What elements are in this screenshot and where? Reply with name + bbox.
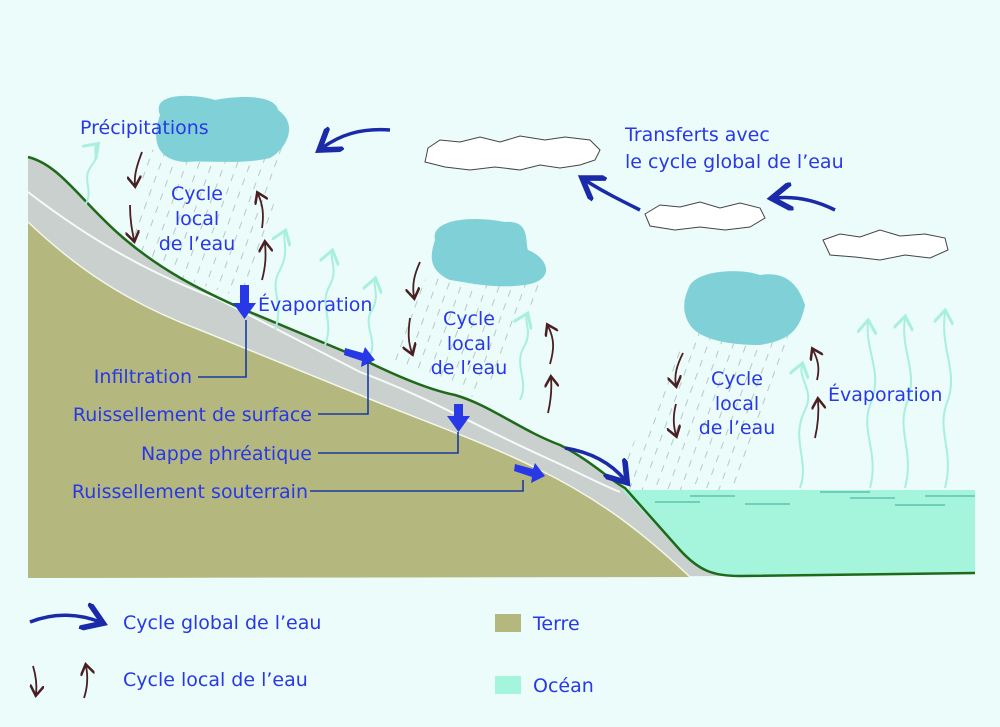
leader-lines [198,320,524,492]
white-cloud-2 [644,201,766,231]
surface-line [27,155,976,578]
water-table-arrow [447,404,470,432]
local-cycle-arrows [130,151,818,438]
label-cycle-local-3: Cycle [711,368,763,390]
global-cycle-arrows [322,130,836,480]
label-cycle-local-2: Cycle [443,308,495,330]
legend-land-swatch [495,614,521,632]
legend-global-label: Cycle global de l’eau [123,612,321,634]
rain-zone [610,330,800,490]
land-edge [27,221,691,578]
legend-local-label: Cycle local de l’eau [123,669,308,691]
label-cycle-local-3: local [715,393,759,415]
label-evaporation-1: Évaporation [258,293,372,316]
white-cloud-3 [822,229,949,261]
rain-cloud-1 [156,95,290,162]
label-transferts-1: Transferts avec [624,124,770,146]
legend-local-up-arrow-icon [84,666,87,699]
infiltration-arrow [233,285,256,319]
ocean [622,490,975,576]
label-cycle-local-1: local [175,208,219,230]
rain-cloud-3 [684,271,805,345]
legend-local-down-arrow-icon [33,665,36,694]
label-transferts-2: le cycle global de l’eau [625,151,844,173]
rain-zone [385,270,550,400]
label-evaporation-2: Évaporation [828,383,942,406]
legend: Cycle global de l’eau Cycle local de l’e… [29,612,594,699]
label-cycle-local-1: de l’eau [159,233,235,255]
legend-land-label: Terre [532,613,580,635]
rain-zone [120,140,290,300]
label-infiltration: Infiltration [94,366,192,388]
underground-runoff-arrow [514,463,545,483]
white-cloud-1 [424,135,601,171]
label-underground-runoff: Ruissellement souterrain [72,481,308,503]
label-cycle-local-3: de l’eau [699,417,775,439]
land [28,222,690,578]
label-precipitations: Précipitations [80,117,209,139]
water-table-line [27,191,621,493]
label-cycle-local-2: de l’eau [431,357,507,379]
label-surface-runoff: Ruissellement de surface [73,404,312,426]
legend-ocean-label: Océan [533,675,594,697]
label-water-table: Nappe phréatique [141,443,312,465]
vapor-arrows [85,145,951,489]
rain-cloud-2 [431,219,547,287]
label-cycle-local-1: Cycle [171,183,223,205]
label-cycle-local-2: local [447,333,491,355]
ocean-waves [655,491,975,506]
legend-ocean-swatch [495,676,521,694]
legend-global-arrow-icon [29,615,100,622]
